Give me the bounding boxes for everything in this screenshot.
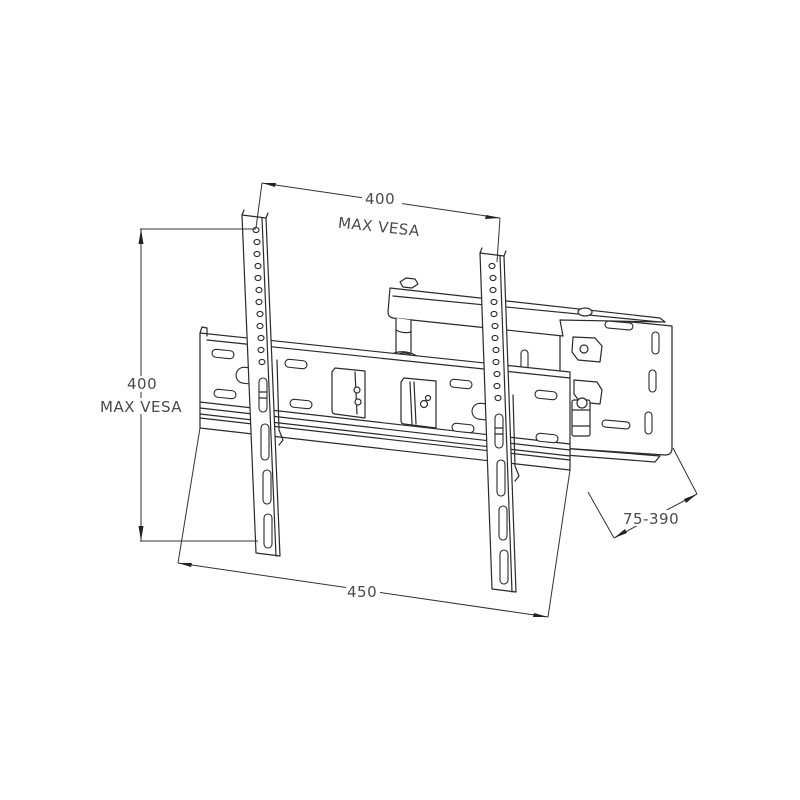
top-dimension-label: MAX VESA [337, 214, 421, 241]
left-vertical-bracket [241, 209, 284, 557]
extension-dimension-value: 75-390 [623, 510, 679, 528]
top-dimension-value: 400 [365, 190, 395, 208]
left-dimension-label: MAX VESA [100, 398, 182, 416]
tv-plate [199, 326, 571, 471]
dimension-top-vesa: 400 MAX VESA [255, 182, 501, 263]
dimension-extension: 75-390 [587, 447, 698, 539]
bracket-holes [488, 262, 502, 402]
left-dimension-value: 400 [127, 375, 157, 393]
dimension-bottom-width: 450 [177, 427, 571, 618]
right-vertical-bracket [479, 247, 520, 593]
dimension-left-vesa: 400 MAX VESA [100, 228, 258, 542]
bottom-dimension-value: 450 [347, 583, 377, 601]
